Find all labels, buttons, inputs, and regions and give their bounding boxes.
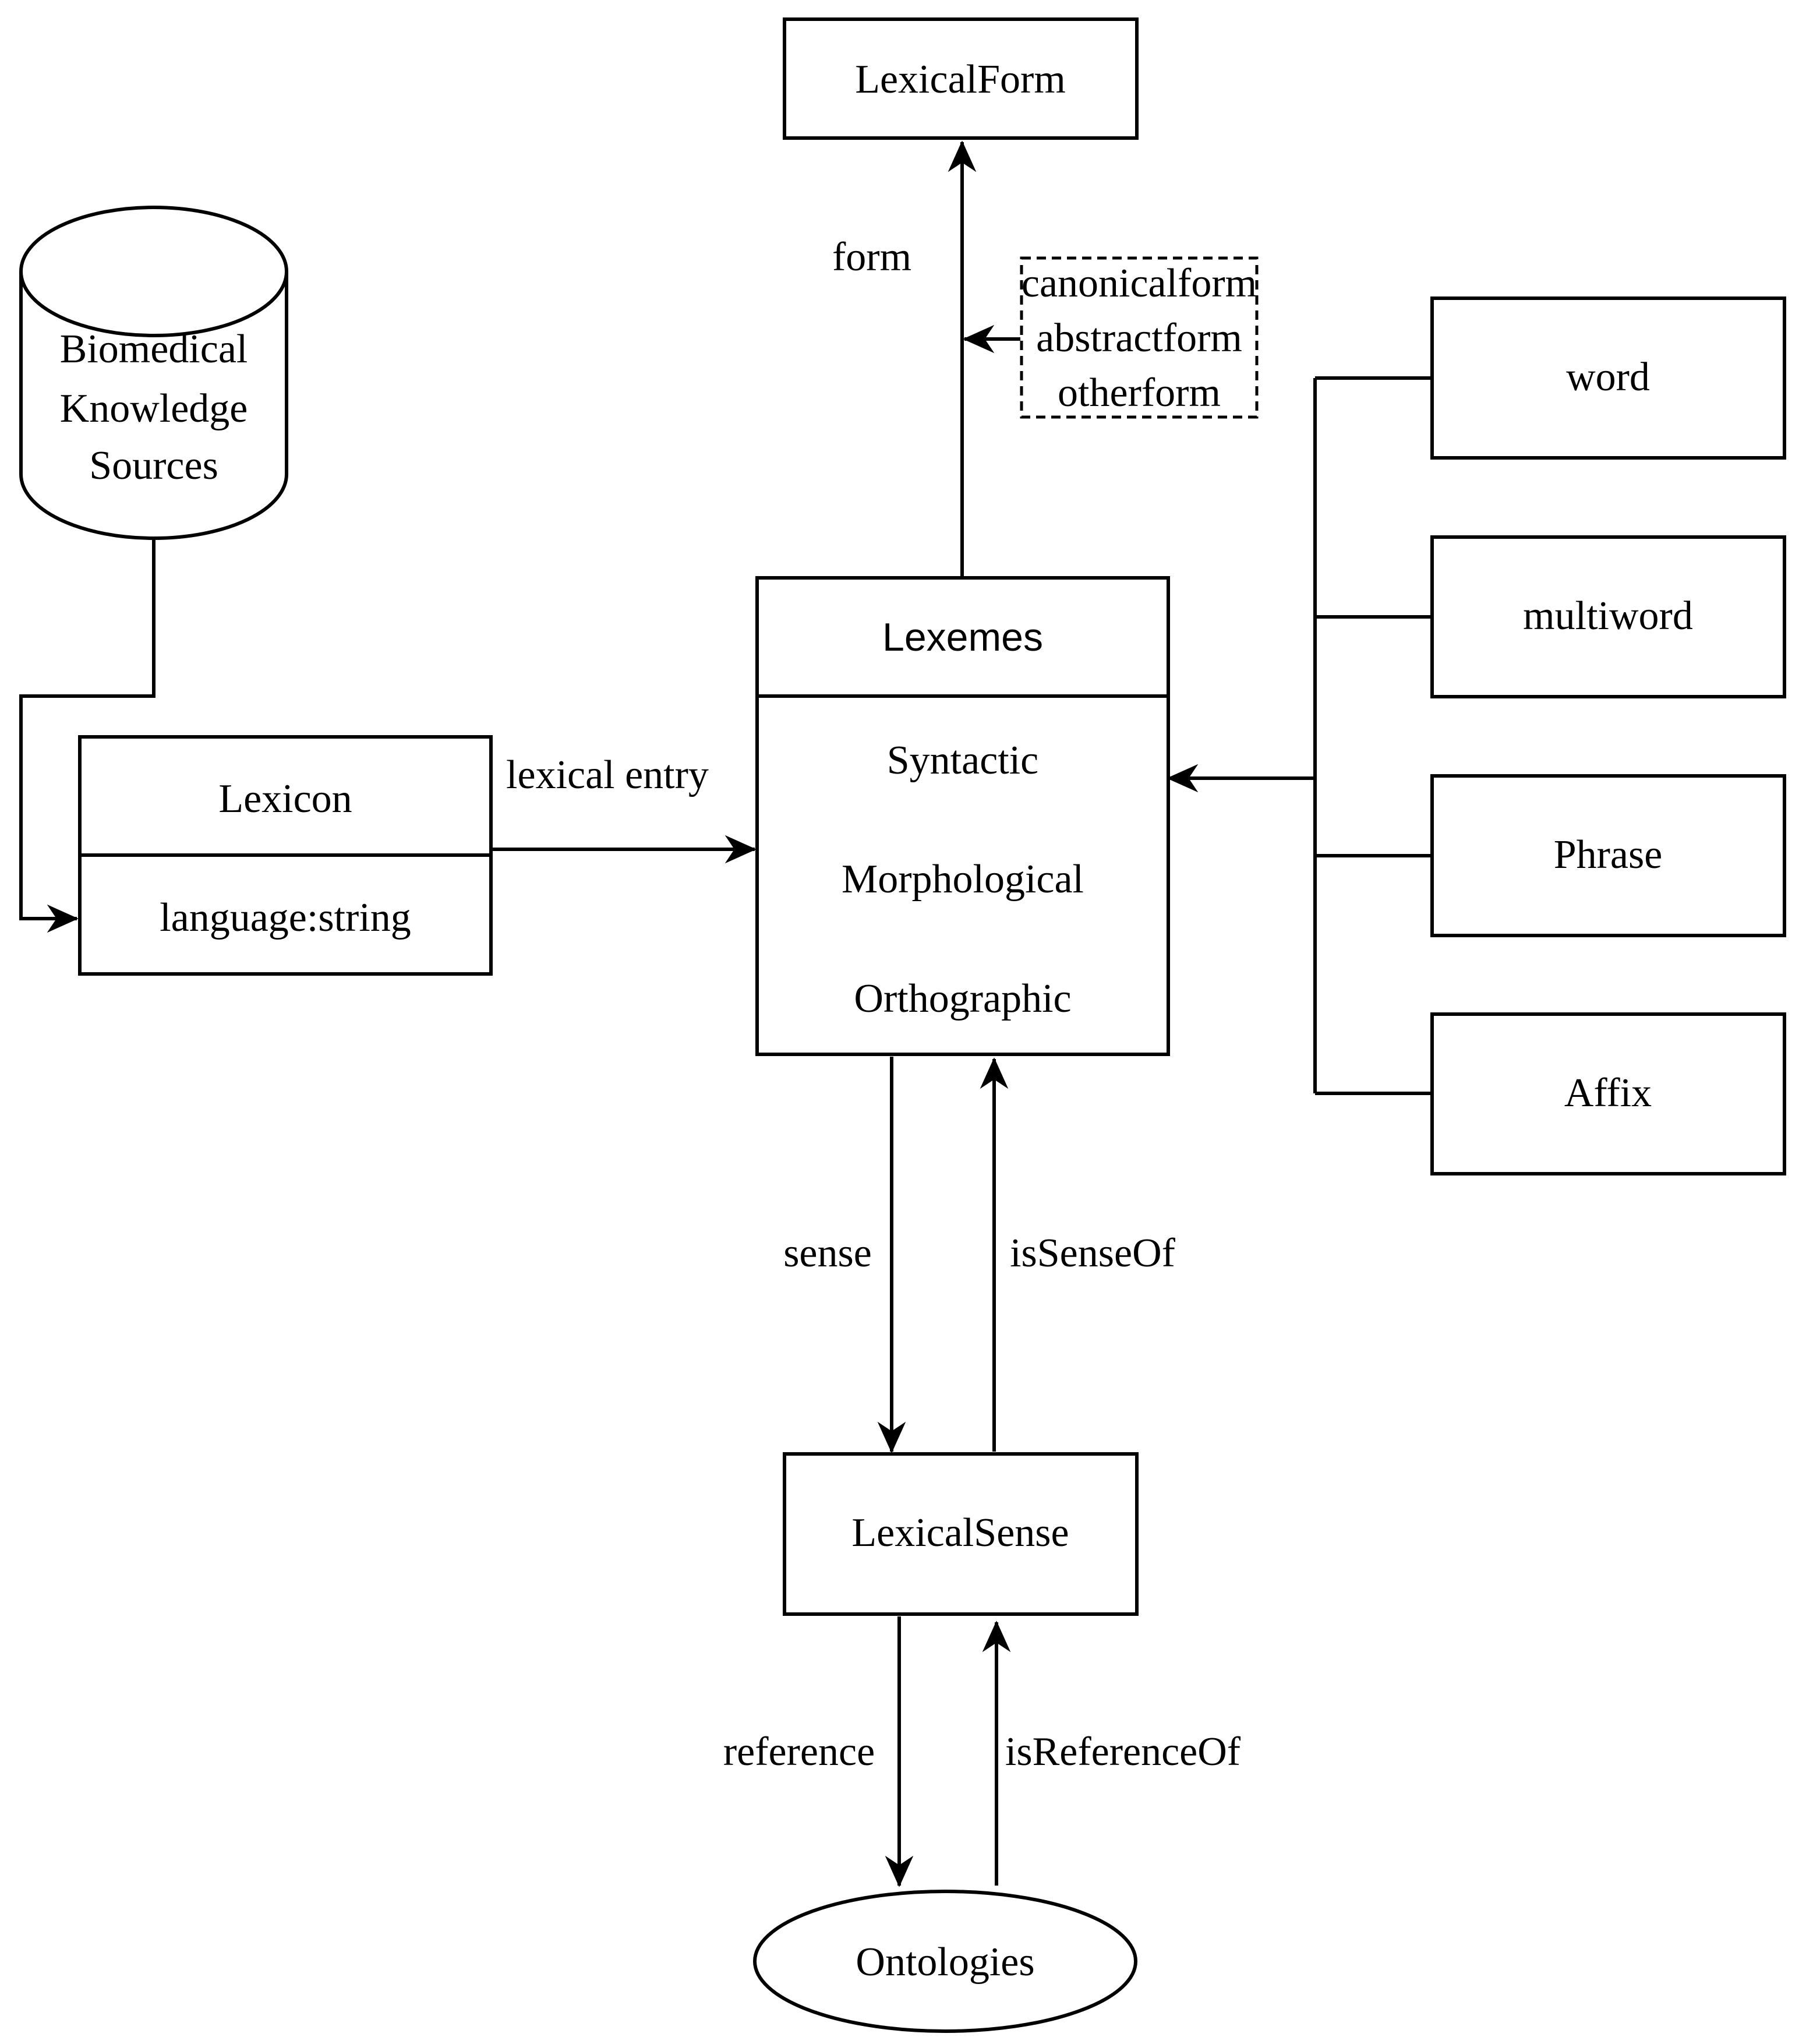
entry-type-word-node: word [1430,296,1786,460]
form-types-node: canonicalform abstractform otherform [1020,256,1259,419]
sources-to-lexicon-connector [19,539,155,933]
form-type-canonical: canonicalform [1022,261,1257,306]
is-reference-of-edge-label: isReferenceOf [1005,1729,1241,1774]
entry-type-affix-node: Affix [1430,1012,1786,1175]
reference-edge-label: reference [723,1729,875,1774]
ontologies-label: Ontologies [856,1940,1034,1985]
lexical-sense-node: LexicalSense [783,1452,1139,1616]
lexemes-attribute-syntactic: Syntactic [887,738,1038,783]
form-edge-label: form [832,235,911,280]
entry-type-affix: Affix [1564,1071,1652,1115]
form-type-other: otherform [1058,370,1221,415]
entry-type-word: word [1566,355,1650,400]
entry-type-multiword-node: multiword [1430,535,1786,698]
form-type-abstract: abstractform [1036,316,1242,361]
lexicon-node: Lexicon language:string [78,735,493,976]
knowledge-sources-line-1: Biomedical [60,327,248,372]
lexemes-node: Lexemes Syntactic Morphological Orthogra… [755,576,1170,1056]
knowledge-sources-node: Biomedical Knowledge Sources [19,206,288,540]
sense-edge-label: sense [783,1231,872,1276]
ontologies-node: Ontologies [753,1890,1137,2033]
lexical-entry-edge-label: lexical entry [506,753,709,797]
entry-type-multiword: multiword [1523,594,1693,638]
entry-type-phrase: Phrase [1554,832,1663,877]
knowledge-sources-line-2: Knowledge [60,386,248,431]
entry-type-phrase-node: Phrase [1430,774,1786,937]
is-sense-of-edge-label: isSenseOf [1010,1231,1176,1276]
lexicon-attribute: language:string [160,895,411,940]
lexemes-attribute-morphological: Morphological [842,857,1084,902]
lexemes-title: Lexemes [882,615,1043,659]
entry-types-bracket [1313,376,1432,1095]
knowledge-sources-line-3: Sources [89,443,218,488]
lexicon-title: Lexicon [218,776,352,821]
lexemes-attribute-orthographic: Orthographic [854,976,1071,1021]
lexical-sense-label: LexicalSense [851,1510,1069,1555]
lexical-form-node: LexicalForm [783,17,1139,140]
lexical-form-label: LexicalForm [855,57,1066,102]
